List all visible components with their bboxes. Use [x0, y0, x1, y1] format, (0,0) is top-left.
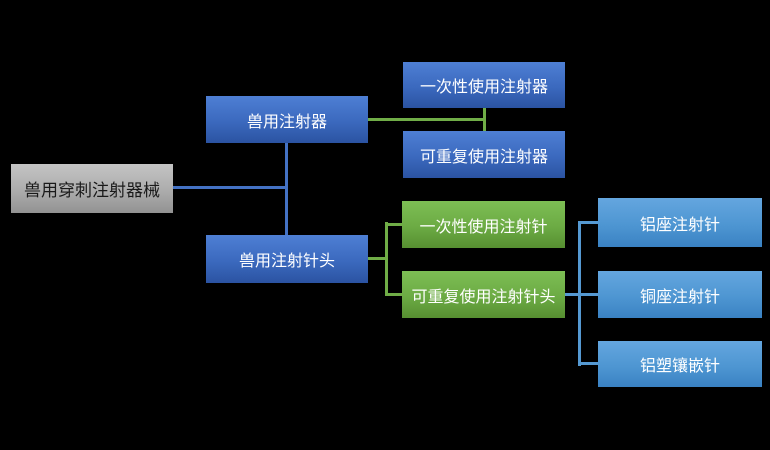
connector-needlehead-trunk [385, 222, 388, 296]
connector-syringe-children [368, 118, 486, 121]
node-disposable-needle: 一次性使用注射针 [402, 201, 565, 248]
connector-trunk-syringe-needle [285, 143, 288, 235]
node-reusable-syringe-label: 可重复使用注射器 [419, 146, 548, 166]
node-disposable-syringe: 一次性使用注射器 [403, 62, 565, 108]
node-root-label: 兽用穿刺注射器械 [24, 181, 160, 201]
node-needle-head-label: 兽用注射针头 [238, 251, 335, 270]
node-aluminum-plastic-inlaid-needle-label: 铝塑镶嵌针 [639, 356, 720, 375]
connector-reusable-needle-stub [385, 293, 403, 296]
node-copper-seat-needle-label: 铜座注射针 [639, 286, 720, 306]
node-aluminum-seat-needle-label: 铝座注射针 [639, 214, 720, 234]
node-aluminum-plastic-inlaid-needle: 铝塑镶嵌针 [598, 341, 762, 387]
node-reusable-needle: 可重复使用注射针头 [402, 271, 565, 318]
connector-copper-seat-stub [565, 293, 599, 296]
connector-root-trunk [173, 186, 288, 189]
node-aluminum-seat-needle: 铝座注射针 [598, 198, 762, 247]
node-reusable-needle-label: 可重复使用注射针头 [411, 286, 556, 306]
connector-aluminum-plastic-stub [578, 362, 599, 365]
node-needle-head: 兽用注射针头 [206, 235, 368, 283]
connector-syringe-children-trunk [483, 108, 486, 131]
node-syringe-label: 兽用注射器 [246, 111, 327, 131]
connector-aluminum-seat-stub [578, 221, 599, 224]
node-disposable-syringe-label: 一次性使用注射器 [419, 77, 548, 96]
node-disposable-needle-label: 一次性使用注射针 [419, 216, 548, 236]
node-syringe: 兽用注射器 [206, 96, 368, 143]
node-copper-seat-needle: 铜座注射针 [598, 271, 762, 318]
node-reusable-syringe: 可重复使用注射器 [403, 131, 565, 178]
connector-disposable-needle-stub [385, 223, 403, 226]
connector-needlehead-stub [368, 257, 387, 260]
node-root: 兽用穿刺注射器械 [11, 164, 173, 213]
